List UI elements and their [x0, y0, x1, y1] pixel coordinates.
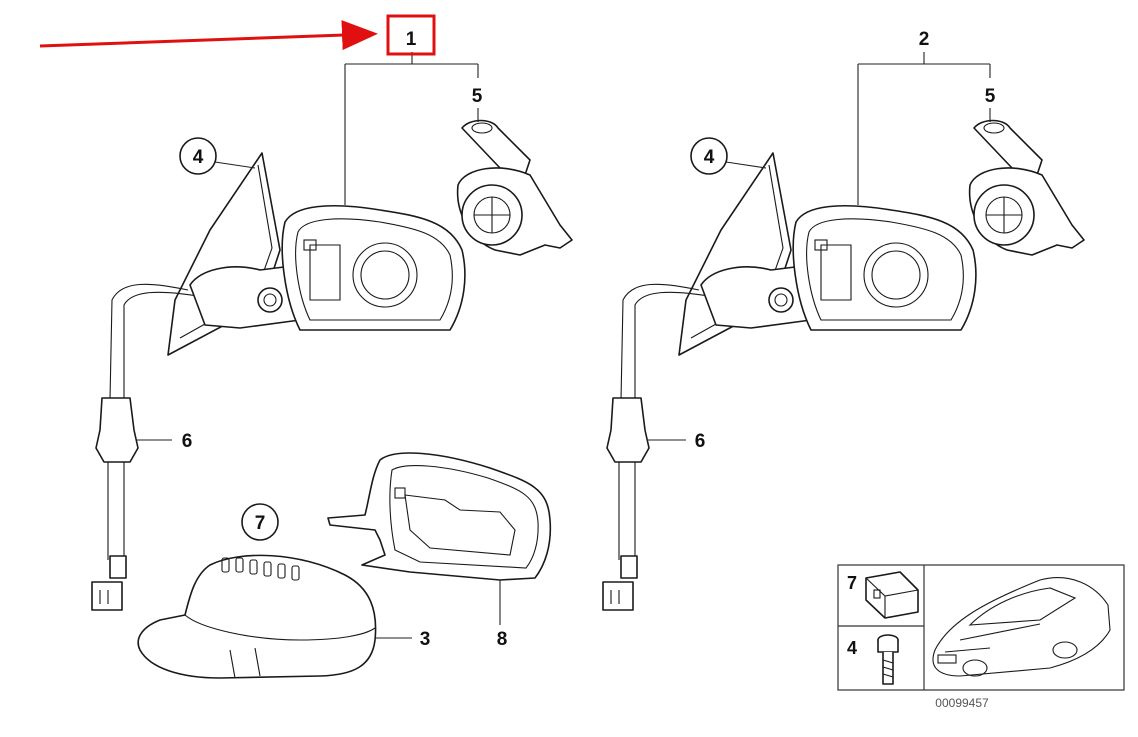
clip-part — [865, 571, 919, 619]
highlight-box-1 — [386, 14, 436, 56]
inset-label-4: 4 — [847, 638, 857, 658]
callout-4-right: 4 — [704, 147, 715, 168]
callout-7: 7 — [255, 513, 266, 534]
callout-circle-4-right — [690, 137, 728, 175]
bolt-part — [877, 634, 899, 685]
red-arrow — [39, 20, 378, 51]
callout-circle-7 — [241, 503, 279, 541]
callout-circle-4-left — [179, 137, 217, 175]
left-mirror-assembly — [91, 52, 479, 611]
callout-6-right: 6 — [695, 431, 706, 452]
leader-4-right — [725, 161, 767, 169]
callout-5-right: 5 — [985, 86, 996, 107]
leader-4-left — [214, 161, 256, 169]
callout-6-left: 6 — [182, 431, 193, 452]
right-mirror-motor — [968, 119, 1085, 256]
callout-5-left: 5 — [472, 86, 483, 107]
housing-frame — [327, 452, 552, 581]
inset-label-7: 7 — [847, 573, 857, 593]
callout-1: 1 — [406, 29, 417, 50]
callout-2: 2 — [919, 29, 930, 50]
callout-3: 3 — [420, 629, 431, 650]
callout-4-left: 4 — [193, 147, 204, 168]
left-mirror-motor — [456, 119, 573, 256]
car-sketch — [932, 577, 1111, 677]
inset-box: 7 4 — [837, 564, 1125, 691]
diagram-code: 00099457 — [935, 696, 989, 710]
mirror-cap — [137, 554, 377, 679]
right-mirror-assembly — [602, 52, 991, 611]
callout-8: 8 — [497, 629, 508, 650]
